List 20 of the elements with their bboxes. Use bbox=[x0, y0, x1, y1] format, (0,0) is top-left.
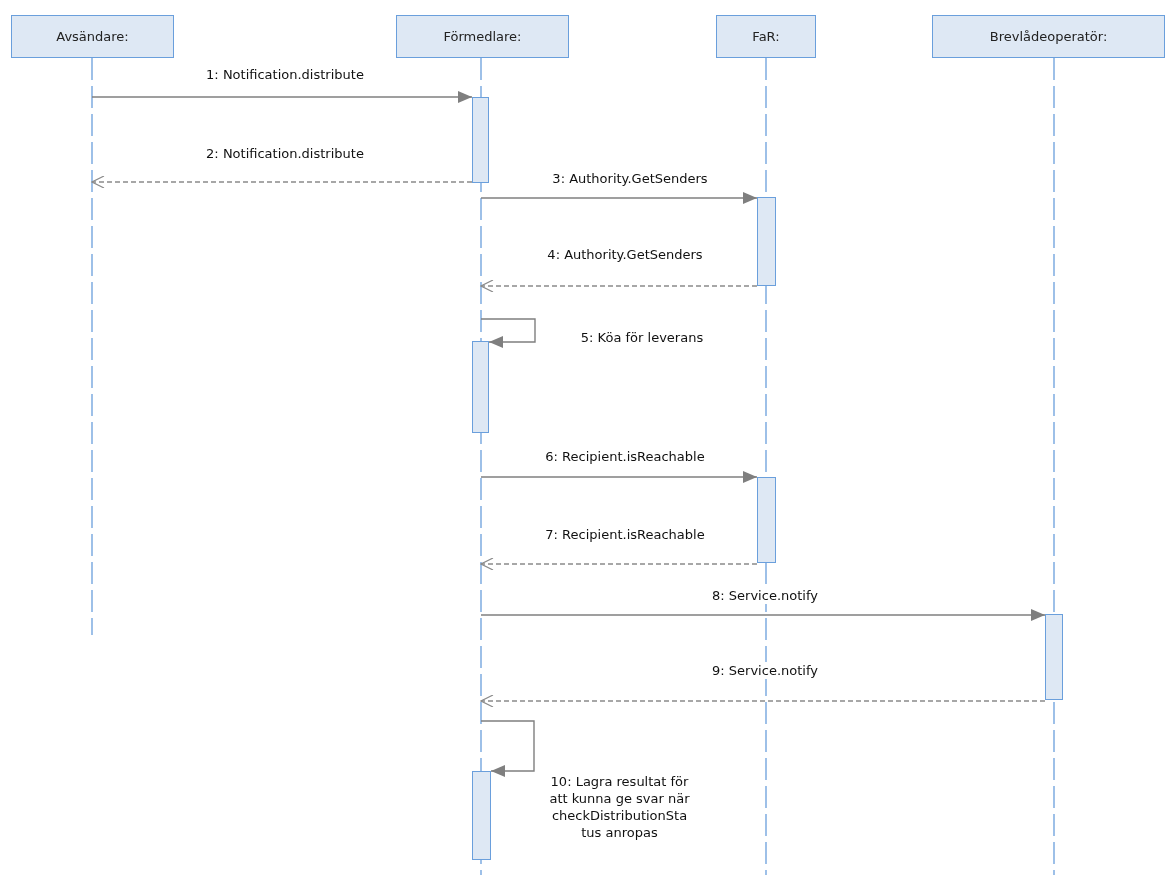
activation-bar bbox=[1045, 614, 1063, 700]
message-arrow bbox=[480, 471, 758, 483]
activation-bar bbox=[472, 771, 491, 860]
message-arrow bbox=[91, 91, 473, 103]
activation-bar bbox=[757, 477, 776, 563]
return-arrow bbox=[480, 557, 758, 571]
return-arrow bbox=[480, 694, 1046, 708]
message-arrow bbox=[480, 192, 758, 204]
participant-box: FaR: bbox=[716, 15, 816, 58]
message-arrow bbox=[480, 318, 536, 348]
message-arrow bbox=[480, 720, 535, 777]
participant-box: Brevlådeoperatör: bbox=[932, 15, 1165, 58]
participant-box: Förmedlare: bbox=[396, 15, 569, 58]
return-arrow bbox=[480, 279, 758, 293]
participant-box: Avsändare: bbox=[11, 15, 174, 58]
return-arrow bbox=[91, 175, 473, 189]
message-arrow bbox=[480, 609, 1046, 621]
activation-bar bbox=[757, 197, 776, 286]
activation-bar bbox=[472, 341, 489, 433]
activation-bar bbox=[472, 97, 489, 183]
